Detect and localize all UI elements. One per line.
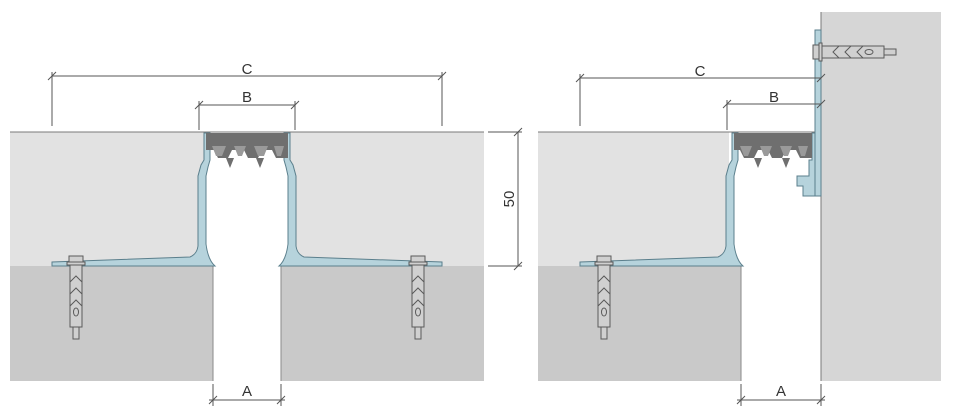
- wall-anchor-icon: [812, 42, 897, 62]
- floor-to-floor-joint: C B A 50: [10, 61, 523, 406]
- dimension-b-wall: B: [722, 89, 826, 130]
- dimension-b: B: [194, 89, 300, 130]
- label-b-wall: B: [769, 89, 779, 106]
- anchor-bolt-icon: [66, 255, 86, 340]
- rubber-insert-wall: [734, 133, 812, 168]
- dimension-c-wall: C: [575, 63, 826, 126]
- label-c-wall: C: [695, 63, 706, 80]
- left-slab: [10, 266, 213, 381]
- wall-plate: [814, 29, 822, 197]
- label-b: B: [242, 89, 252, 106]
- label-a: A: [242, 383, 252, 400]
- floor-to-wall-joint: C B A: [538, 12, 941, 406]
- left-screed: [10, 132, 205, 266]
- right-screed: [288, 132, 484, 266]
- right-slab: [281, 266, 484, 381]
- wall: [821, 12, 941, 381]
- anchor-bolt-icon: [408, 255, 428, 340]
- label-a-wall: A: [776, 383, 786, 400]
- label-height: 50: [501, 191, 518, 208]
- rubber-insert: [206, 133, 288, 168]
- anchor-bolt-icon: [594, 255, 614, 340]
- profile-floor-half: [579, 132, 745, 267]
- dimension-a-wall: A: [736, 383, 826, 406]
- dimension-a: A: [208, 383, 286, 406]
- floor-screed: [538, 132, 729, 266]
- floor-slab: [538, 266, 741, 381]
- label-c: C: [242, 61, 253, 78]
- profile-right-half: [277, 132, 443, 267]
- dimension-height: 50: [488, 127, 523, 271]
- dimension-c: C: [47, 61, 447, 126]
- profile-left-half: [51, 132, 217, 267]
